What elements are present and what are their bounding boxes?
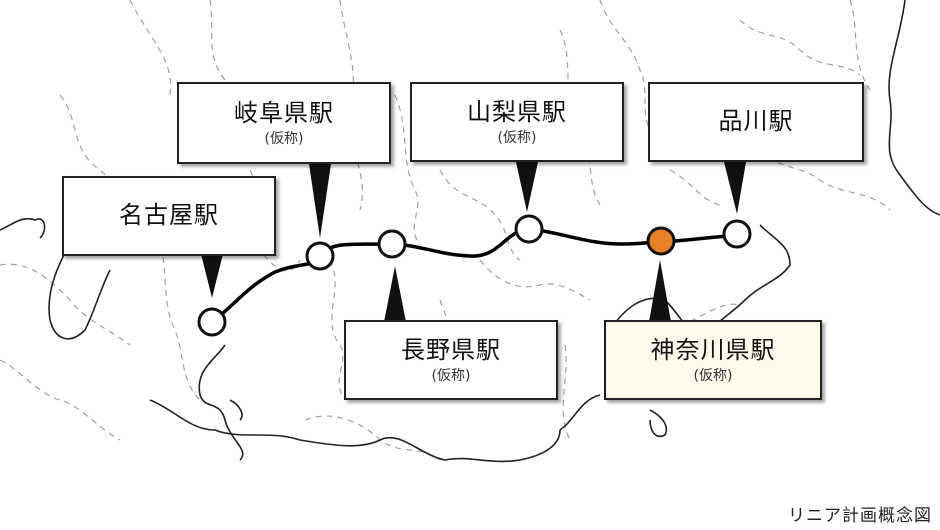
station-label-shinagawa: 品川駅 — [648, 82, 864, 162]
station-name: 長野県駅 — [401, 336, 501, 365]
station-name: 山梨県駅 — [467, 98, 567, 127]
station-pointers — [201, 162, 746, 322]
station-marker-kanagawa — [646, 226, 676, 256]
station-sub: (仮称) — [264, 130, 304, 147]
station-name: 岐阜県駅 — [234, 99, 334, 128]
coastlines — [0, 0, 940, 463]
station-name: 神奈川県駅 — [650, 336, 776, 365]
station-sub: (仮称) — [497, 129, 537, 146]
station-marker-nagano — [377, 229, 407, 259]
station-label-nagano: 長野県駅 (仮称) — [344, 320, 558, 400]
station-label-gifu: 岐阜県駅 (仮称) — [177, 82, 391, 164]
station-name: 名古屋駅 — [119, 201, 219, 230]
station-label-nagoya: 名古屋駅 — [62, 176, 276, 256]
station-marker-shinagawa — [722, 219, 752, 249]
figure-caption: リニア計画概念図 — [788, 506, 932, 526]
station-markers — [197, 214, 752, 337]
station-marker-nagoya — [197, 307, 227, 337]
station-sub: (仮称) — [693, 367, 733, 384]
station-label-yamanashi: 山梨県駅 (仮称) — [410, 82, 624, 162]
station-marker-gifu — [305, 241, 335, 271]
station-marker-yamanashi — [514, 214, 544, 244]
station-label-kanagawa: 神奈川県駅 (仮称) — [604, 320, 822, 400]
station-name: 品川駅 — [718, 107, 794, 136]
station-sub: (仮称) — [431, 367, 471, 384]
